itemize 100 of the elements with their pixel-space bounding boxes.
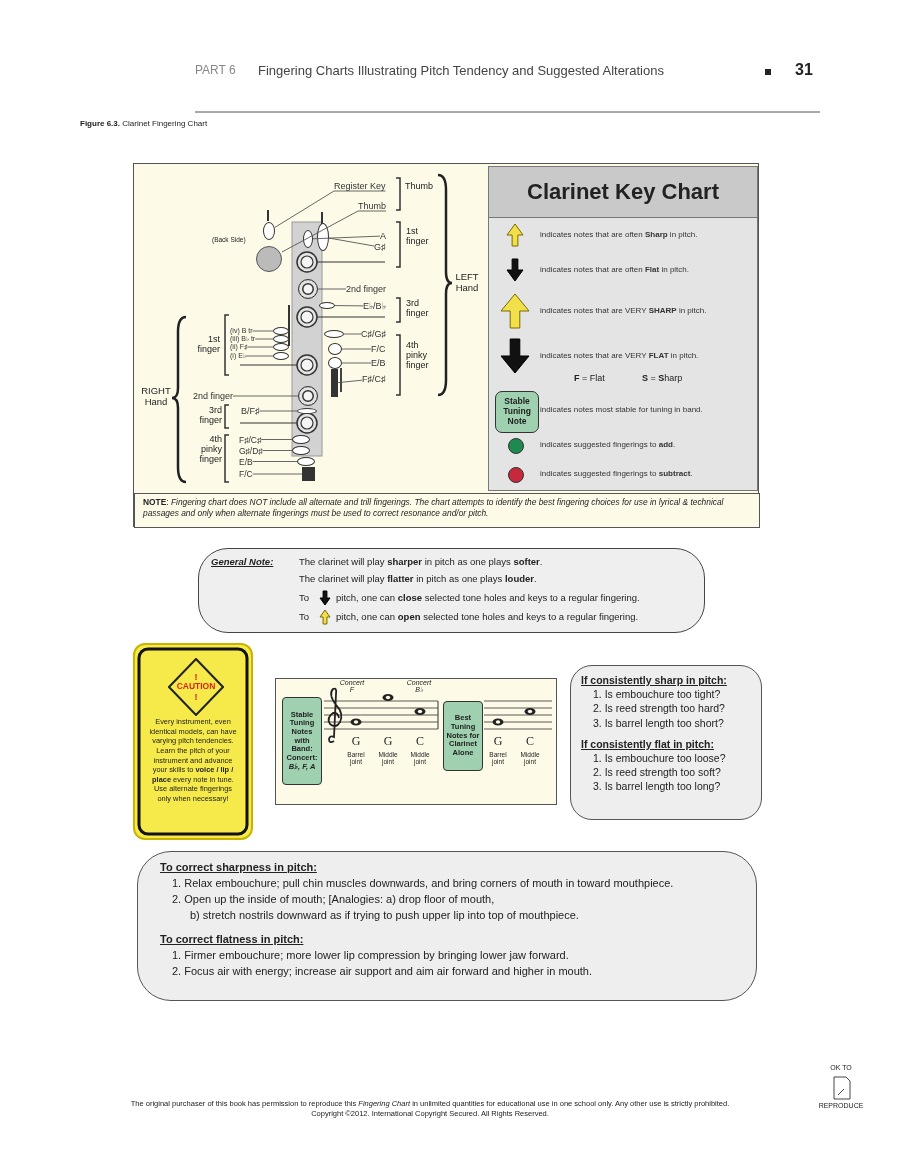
clarinet-key	[303, 230, 313, 248]
leader-line	[260, 439, 293, 440]
list-item: 1. Relax embouchure; pull chin muscles downwards, and bring corners of mouth in toward mouthpiece.	[172, 875, 675, 891]
note-name: C	[525, 735, 535, 749]
legend-text: indicates notes that are VERY SHARP in pitch.	[540, 306, 707, 315]
note-name: G	[350, 735, 362, 749]
clarinet-key	[324, 330, 344, 338]
note-name: C	[415, 735, 425, 749]
page-number: 31	[795, 61, 813, 79]
chart-panel	[133, 163, 759, 527]
thumb-key	[263, 222, 275, 240]
leader-line	[281, 210, 387, 253]
clarinet-key	[273, 343, 289, 351]
clarinet-key	[319, 302, 335, 309]
note-text: NOTE: Fingering chart does NOT include all alternate and trill fingerings. The chart attempts to identify the best fingering choices for use in lyrical & technical passages and only when alternate fingerings must be used to correct resonance and/or pitch.	[143, 497, 725, 519]
list-item: 2. Focus air with energy; increase air support and aim air forward and higher in mouth.	[172, 963, 594, 979]
list-item: 3. Is barrel length too long?	[593, 779, 722, 794]
leader-line	[343, 333, 362, 335]
note-line: pitch, one can open selected tone holes and keys to a regular fingering.	[336, 611, 639, 622]
key-label: C♯/G♯	[361, 329, 386, 339]
legend-text: indicates notes that are VERY FLAT in pitch.	[540, 351, 699, 360]
leader-line	[252, 473, 303, 475]
hand-label: RIGHT Hand	[140, 386, 172, 408]
thumb-hole	[256, 246, 282, 272]
section-heading: To correct sharpness in pitch:	[160, 860, 318, 875]
key-label: F/C	[371, 344, 386, 354]
hand-label: LEFT Hand	[454, 272, 480, 294]
note-panel	[134, 493, 760, 528]
key-label: E/B	[239, 456, 253, 467]
leader-line	[341, 348, 372, 350]
leader-line	[328, 237, 375, 247]
note-line: To	[299, 592, 310, 603]
clarinet-bell	[302, 467, 315, 481]
leader-line	[317, 288, 347, 290]
abbreviation-note: F = Flat	[574, 373, 605, 384]
exclamation-mark: !	[194, 691, 198, 703]
legend-text: indicates notes that are often Sharp in pitch.	[540, 230, 698, 239]
caution-card	[133, 643, 253, 840]
running-title: Fingering Charts Illustrating Pitch Tendency and Suggested Alterations	[258, 64, 664, 79]
bracket-label: 3rd finger	[406, 298, 430, 319]
clarinet-key	[273, 335, 289, 343]
bracket-label: 4th pinky finger	[406, 340, 430, 371]
leader-line	[254, 338, 274, 340]
key-label: Thumb	[358, 201, 386, 211]
tips-card	[137, 851, 757, 1001]
abbreviation-note: S = Sharp	[642, 373, 683, 384]
key-label: A	[380, 231, 386, 241]
list-item: 2. Is reed strength too soft?	[593, 765, 722, 780]
leader-line	[245, 355, 274, 357]
chart-title: Clarinet Key Chart	[489, 167, 757, 218]
key-label: E♭/B♭	[363, 301, 386, 311]
list-item: b) stretch nostrils downward as if trying to push upper lip into top of mouthpiece.	[190, 907, 580, 923]
note-line: pitch, one can close selected tone holes and keys to a regular fingering.	[336, 592, 640, 603]
note-line: The clarinet will play flatter in pitch as one plays louder.	[299, 573, 537, 584]
leader-line	[252, 330, 274, 332]
caution-title: CAUTION	[176, 682, 216, 692]
leader-line	[337, 379, 363, 384]
clarinet-key	[297, 408, 317, 414]
bracket-label: 1st finger	[406, 226, 430, 247]
key-chart-panel	[488, 166, 758, 491]
leader-line	[312, 235, 381, 240]
leader-line	[334, 305, 364, 307]
list-item: 2. Open up the inside of mouth; [Analogies: a) drop floor of mouth,	[172, 891, 496, 907]
key-label: G♯	[374, 242, 386, 252]
staff-panel	[275, 678, 557, 805]
exclamation-mark: !	[194, 671, 198, 683]
part-label: PART 6	[195, 64, 236, 78]
section-heading: To correct flatness in pitch:	[160, 931, 305, 947]
list-item: 2. Is reed strength too hard?	[593, 701, 726, 716]
leader-line	[274, 190, 386, 228]
key-label: B/F♯	[241, 406, 260, 416]
note-name: G	[492, 735, 504, 749]
list-item: 1. Is embouchure too tight?	[593, 687, 722, 702]
note-name: G	[382, 735, 394, 749]
legend-text: indicates notes that are often Flat in pitch.	[540, 265, 689, 274]
leader-line	[259, 410, 298, 412]
legend-text: indicates suggested fingerings to add.	[540, 440, 676, 449]
key-label: F♯/C♯	[239, 434, 262, 445]
list-item: 1. Is embouchure too loose?	[593, 750, 727, 766]
key-label: F/C	[239, 469, 253, 479]
note-line: To	[299, 611, 310, 622]
question-card	[570, 665, 762, 820]
list-item: 1. Firmer embouchure; more lower lip compression by bringing lower jaw forward.	[172, 947, 570, 963]
clarinet-key	[328, 343, 342, 355]
leader-line	[247, 346, 274, 348]
key-label: F♯/C♯	[362, 374, 386, 384]
key-label: Register Key	[334, 181, 386, 191]
clarinet-key	[273, 352, 289, 360]
bracket-label: Thumb	[405, 181, 433, 192]
leader-line	[232, 395, 299, 397]
clarinet-key	[328, 357, 342, 369]
clarinet-key	[297, 457, 315, 466]
leader-line	[262, 450, 293, 451]
leader-line	[341, 362, 372, 364]
section-heading: If consistently sharp in pitch:	[581, 673, 728, 688]
bracket-label: 4th pinky finger	[198, 434, 222, 465]
clarinet-key	[292, 435, 310, 444]
key-label: G♯/D♯	[239, 445, 263, 456]
legend-text: indicates notes most stable for tuning in band.	[540, 405, 703, 414]
caution-diamond	[168, 658, 224, 716]
